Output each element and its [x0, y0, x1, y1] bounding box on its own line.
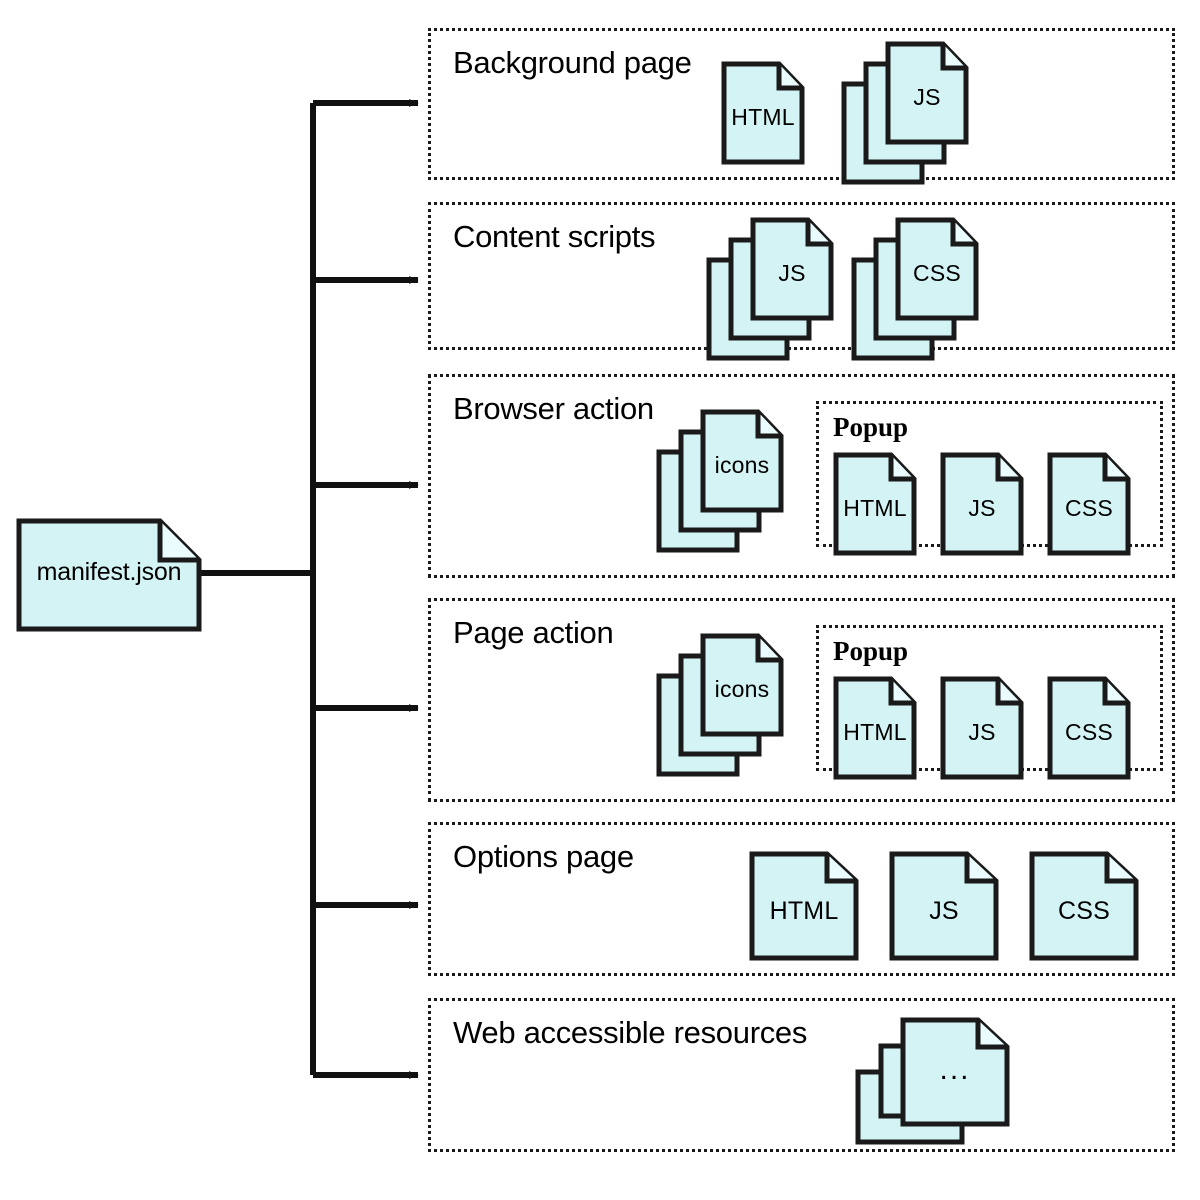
- file-icon: [1047, 676, 1131, 780]
- section-title-background-page: Background page: [453, 45, 692, 80]
- file-icon-css[interactable]: CSS: [1047, 676, 1131, 780]
- file-icon-icons[interactable]: icons: [700, 633, 784, 737]
- section-content-scripts[interactable]: Content scripts JS: [428, 202, 1175, 361]
- popup-title: Popup: [833, 636, 909, 666]
- file-group-bg-html[interactable]: HTML: [721, 61, 805, 165]
- file-icon: [889, 851, 999, 961]
- section-title-content-scripts: Content scripts: [453, 219, 656, 254]
- file-icon: [700, 633, 784, 737]
- popup-box-browser-action[interactable]: Popup HTML JS CSS: [816, 401, 1163, 556]
- section-browser-action[interactable]: Browser action icons: [428, 374, 1175, 578]
- file-icon: [750, 217, 834, 321]
- file-icon-css[interactable]: CSS: [895, 217, 979, 321]
- section-title-web-accessible-resources: Web accessible resources: [453, 1015, 808, 1050]
- section-title-page-action: Page action: [453, 615, 614, 650]
- file-icon-css[interactable]: CSS: [1047, 452, 1131, 556]
- popup-title: Popup: [833, 412, 909, 442]
- file-group-bg-js[interactable]: JS: [841, 41, 969, 185]
- popup-box-page-action[interactable]: Popup HTML JS CSS: [816, 625, 1163, 780]
- file-icon: [16, 518, 202, 632]
- file-icon: [900, 1017, 1010, 1127]
- file-icon-css[interactable]: CSS: [1029, 851, 1139, 961]
- section-options-page[interactable]: Options page HTML JS CSS: [428, 822, 1175, 976]
- manifest-json-node[interactable]: manifest.json: [16, 518, 202, 632]
- file-icon-icons[interactable]: icons: [700, 409, 784, 513]
- file-icon-js[interactable]: JS: [889, 851, 999, 961]
- file-group-cs-js[interactable]: JS: [706, 217, 834, 361]
- file-icon: [721, 61, 805, 165]
- file-icon-html[interactable]: HTML: [749, 851, 859, 961]
- file-icon-html[interactable]: HTML: [721, 61, 805, 165]
- file-icon: [833, 676, 917, 780]
- file-icon: [940, 452, 1024, 556]
- file-icon: [700, 409, 784, 513]
- file-icon: [1047, 452, 1131, 556]
- file-icon-html[interactable]: HTML: [833, 676, 917, 780]
- file-icon-js[interactable]: JS: [940, 676, 1024, 780]
- section-web-accessible-resources[interactable]: Web accessible resources ...: [428, 998, 1175, 1152]
- file-icon: [940, 676, 1024, 780]
- section-title-browser-action: Browser action: [453, 391, 654, 426]
- manifest-json-label: manifest.json: [36, 558, 182, 586]
- file-icon: [895, 217, 979, 321]
- file-icon-js[interactable]: JS: [940, 452, 1024, 556]
- section-page-action[interactable]: Page action icons P: [428, 598, 1175, 802]
- section-title-options-page: Options page: [453, 839, 634, 874]
- file-icon-resource[interactable]: ...: [900, 1017, 1010, 1127]
- file-icon: [749, 851, 859, 961]
- file-group-war-files[interactable]: ...: [855, 1017, 1010, 1145]
- section-background-page[interactable]: Background page HTML: [428, 28, 1175, 185]
- file-icon-js[interactable]: JS: [750, 217, 834, 321]
- file-group-cs-css[interactable]: CSS: [851, 217, 979, 361]
- file-icon: [885, 41, 969, 145]
- file-group-pa-icons[interactable]: icons: [656, 633, 784, 777]
- file-icon-js[interactable]: JS: [885, 41, 969, 145]
- file-icon: [833, 452, 917, 556]
- file-group-ba-icons[interactable]: icons: [656, 409, 784, 553]
- file-icon: [1029, 851, 1139, 961]
- file-icon-html[interactable]: HTML: [833, 452, 917, 556]
